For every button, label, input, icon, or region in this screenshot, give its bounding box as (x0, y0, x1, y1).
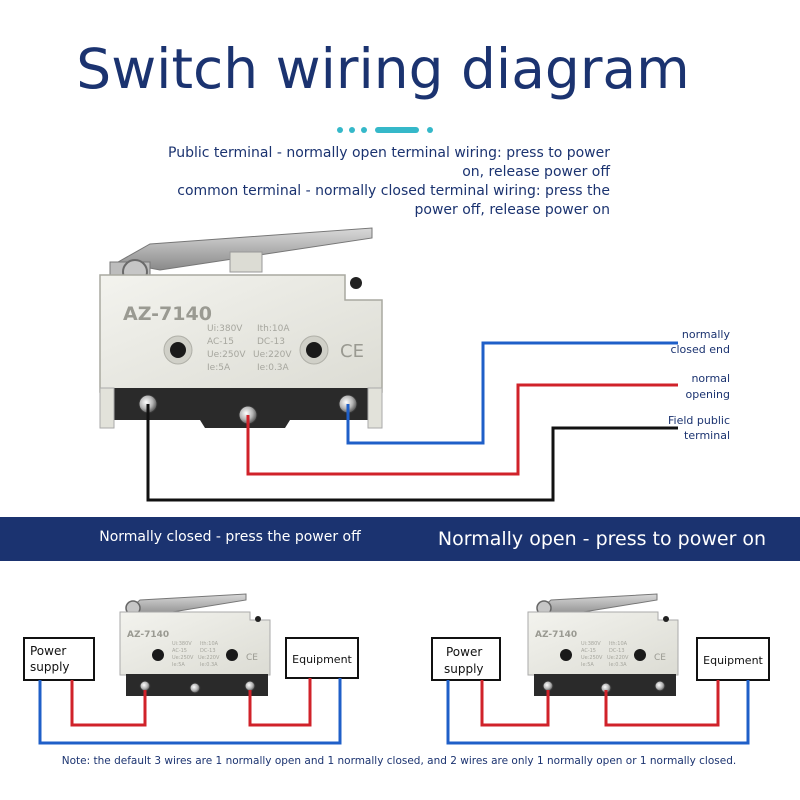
label-common-line1: Field public (668, 414, 730, 427)
nc-rating-ie1: Ie:5A (172, 662, 185, 668)
plunger (229, 251, 263, 273)
no-switch-model: AZ-7140 (535, 630, 577, 640)
no-rating-dc: DC-13 (609, 648, 625, 654)
description-line-4: power off, release power on (415, 202, 611, 218)
footnote: Note: the default 3 wires are 1 normally… (62, 755, 736, 767)
no-wire-blue (446, 680, 750, 745)
nc-rating-ui: Ui:380V (172, 641, 192, 647)
nc-ce-mark: CE (246, 653, 258, 663)
rating-ie1: Ie:5A (207, 363, 231, 373)
switch-model: AZ-7140 (123, 303, 212, 325)
no-wire-red-left (480, 680, 550, 727)
title-divider-dots (337, 127, 433, 133)
no-rating-ue2: Ue:220V (607, 655, 629, 661)
nc-circuit: AZ-7140 Ui:380V Ith:10A AC-15 DC-13 Ue:2… (23, 593, 359, 745)
label-open-line1: normal (691, 372, 730, 385)
rating-ie2: Ie:0.3A (257, 363, 290, 373)
no-rating-ui: Ui:380V (581, 641, 601, 647)
rating-ui: Ui:380V (207, 324, 243, 334)
rating-dc: DC-13 (257, 337, 285, 347)
wiring-description: Public terminal - normally open terminal… (168, 145, 610, 218)
banner-normally-open: Normally open - press to power on (438, 528, 766, 550)
no-rating-ac: AC-15 (581, 648, 596, 654)
nc-equipment-label: Equipment (292, 653, 352, 666)
wire-normally-open (246, 383, 678, 476)
description-line-3: common terminal - normally closed termin… (177, 183, 610, 199)
no-ce-mark: CE (654, 653, 666, 663)
nc-wire-red-left (70, 680, 147, 727)
no-power-supply-line2: supply (444, 662, 484, 676)
nc-rating-ie2: Ie:0.3A (200, 662, 218, 668)
nc-rating-ith: Ith:10A (200, 641, 219, 647)
nc-rating-ac: AC-15 (172, 648, 187, 654)
nc-power-supply-line2: supply (30, 660, 70, 674)
banner-normally-closed: Normally closed - press the power off (99, 529, 361, 545)
label-open-line2: opening (686, 388, 730, 401)
lever-arm (116, 227, 373, 271)
label-common-line2: terminal (684, 429, 730, 442)
no-equipment-label: Equipment (703, 654, 763, 667)
nc-rating-ue1: Ue:250V (172, 655, 194, 661)
page-title: Switch wiring diagram (76, 37, 689, 101)
no-power-supply-box (431, 637, 501, 681)
label-closed-line1: normally (682, 328, 731, 341)
nc-switch-model: AZ-7140 (127, 630, 169, 640)
rating-ue1: Ue:250V (207, 350, 246, 360)
label-closed-line2: closed end (670, 343, 730, 356)
nc-rating-ue2: Ue:220V (198, 655, 220, 661)
mode-banner (0, 517, 800, 561)
rating-ith: Ith:10A (257, 324, 290, 334)
ce-mark: CE (340, 341, 364, 362)
main-switch: AZ-7140 Ui:380V Ith:10A AC-15 DC-13 Ue:2… (99, 227, 383, 429)
main-wires (146, 341, 678, 502)
description-line-2: on, release power off (462, 164, 610, 180)
mount-hole-top-icon (350, 277, 362, 289)
nc-rating-dc: DC-13 (200, 648, 216, 654)
no-equipment-box (696, 637, 770, 681)
nc-equipment-box (285, 637, 359, 679)
no-rating-ie2: Ie:0.3A (609, 662, 627, 668)
nc-wire-red-right (248, 678, 312, 727)
nc-wire-blue (38, 678, 342, 745)
rating-ue2: Ue:220V (253, 350, 292, 360)
no-circuit: AZ-7140 Ui:380V Ith:10A AC-15 DC-13 Ue:2… (431, 593, 770, 745)
no-rating-ue1: Ue:250V (581, 655, 603, 661)
nc-power-supply-box (23, 637, 95, 681)
rating-ac: AC-15 (207, 337, 234, 347)
wire-normally-closed (346, 341, 678, 445)
nc-power-supply-line1: Power (30, 644, 66, 658)
description-line-1: Public terminal - normally open terminal… (168, 145, 610, 161)
no-power-supply-line1: Power (446, 645, 482, 659)
no-rating-ith: Ith:10A (609, 641, 628, 647)
wire-common (146, 404, 678, 502)
no-rating-ie1: Ie:5A (581, 662, 594, 668)
no-wire-red-right (604, 680, 720, 727)
